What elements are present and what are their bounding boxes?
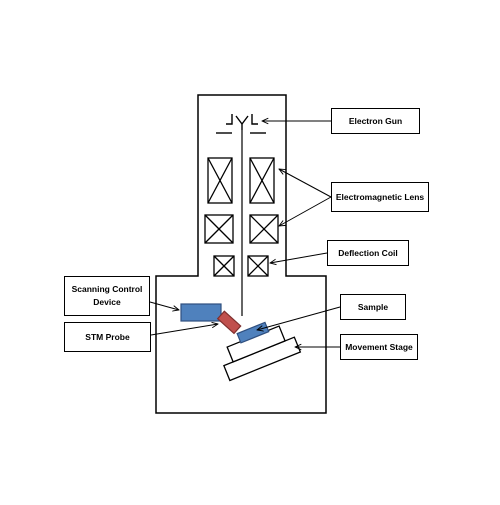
label-stm-probe: STM Probe: [64, 322, 151, 352]
scanning-device-arrow: [149, 301, 179, 310]
stm-probe-tip: [216, 310, 242, 335]
microscope-chamber-outline: [155, 94, 327, 414]
sample-arrow: [257, 306, 341, 330]
deflection-coil-arrow: [270, 252, 328, 263]
electromagnetic-lens-lower-left: [204, 214, 234, 244]
deflection-coil-left: [213, 255, 235, 277]
label-electron-gun: Electron Gun: [331, 108, 420, 134]
label-sample: Sample: [340, 294, 406, 320]
label-movement-stage: Movement Stage: [340, 334, 418, 360]
deflection-coil-right: [247, 255, 269, 277]
electromagnetic-lens-upper-right: [249, 157, 275, 204]
label-deflection-coil: Deflection Coil: [327, 240, 409, 266]
lens-arrow-lower: [279, 196, 332, 226]
label-scanning-control-device: Scanning Control Device: [64, 276, 150, 316]
label-electromagnetic-lens: Electromagnetic Lens: [331, 182, 429, 212]
lens-arrow-upper: [279, 169, 332, 198]
scanning-control-device-block: [180, 303, 222, 322]
electromagnetic-lens-upper-left: [207, 157, 233, 204]
stm-probe-arrow: [150, 324, 218, 336]
electron-gun-symbol: [216, 114, 266, 134]
electromagnetic-lens-lower-right: [249, 214, 279, 244]
